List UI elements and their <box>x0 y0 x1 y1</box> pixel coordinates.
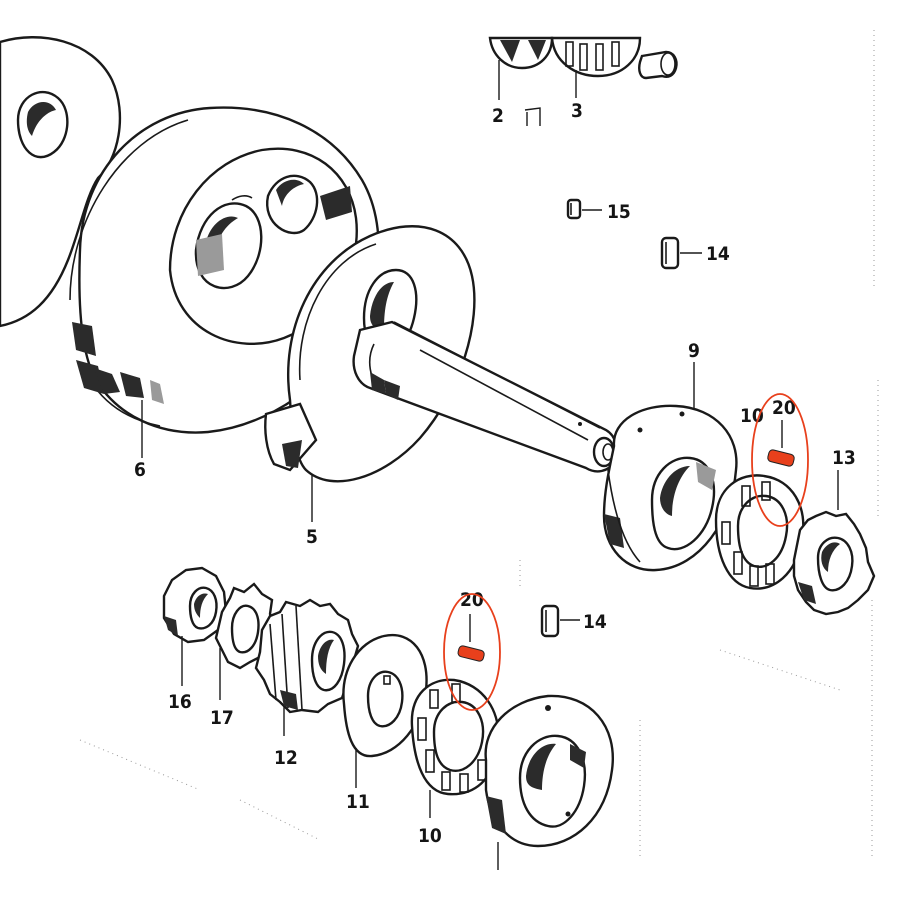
label-part-9: 9 <box>688 340 700 362</box>
label-part-13: 13 <box>832 447 856 469</box>
part-9-outer-race <box>602 404 738 572</box>
label-part-6: 6 <box>134 459 146 481</box>
part-pin-top <box>638 50 678 80</box>
part-20-pin-top <box>767 449 795 467</box>
part-2-bearing <box>488 36 554 70</box>
highlight-ring-bottom <box>443 593 501 711</box>
part-16-nut <box>162 566 228 644</box>
pin-20-top <box>767 449 795 467</box>
part-3-needle-bearing <box>550 36 642 78</box>
part-5-crank-half-shaft <box>264 225 618 483</box>
part-11-thrust-washer <box>342 633 428 758</box>
part-14-pin-bottom <box>540 604 560 638</box>
label-part-16: 16 <box>168 691 192 713</box>
part-14-pin-top <box>660 236 680 270</box>
label-part-17: 17 <box>210 707 234 729</box>
label-part-14-top: 14 <box>706 243 730 265</box>
label-part-20-top: 20 <box>772 397 796 419</box>
pin-20-bottom <box>457 645 485 662</box>
label-part-20-bottom: 20 <box>460 589 484 611</box>
part-10-needle-bearing-top <box>714 474 805 590</box>
label-part-3: 3 <box>571 100 583 122</box>
label-part-5: 5 <box>306 526 318 548</box>
label-part-14-bottom: 14 <box>583 611 607 633</box>
label-part-12: 12 <box>274 747 298 769</box>
part-13-sprocket <box>792 510 876 616</box>
label-part-2: 2 <box>492 105 504 127</box>
highlight-ring-top <box>751 393 809 527</box>
part-outer-race-bottom <box>484 694 615 848</box>
label-part-15: 15 <box>607 201 631 223</box>
part-20-pin-bottom <box>457 645 485 662</box>
label-part-10-bottom: 10 <box>418 825 442 847</box>
label-part-11: 11 <box>346 791 370 813</box>
part-15-pin <box>566 198 582 220</box>
scan-noise <box>79 560 841 860</box>
scan-edge-marks <box>871 30 879 860</box>
label-part-10-top: 10 <box>740 405 764 427</box>
